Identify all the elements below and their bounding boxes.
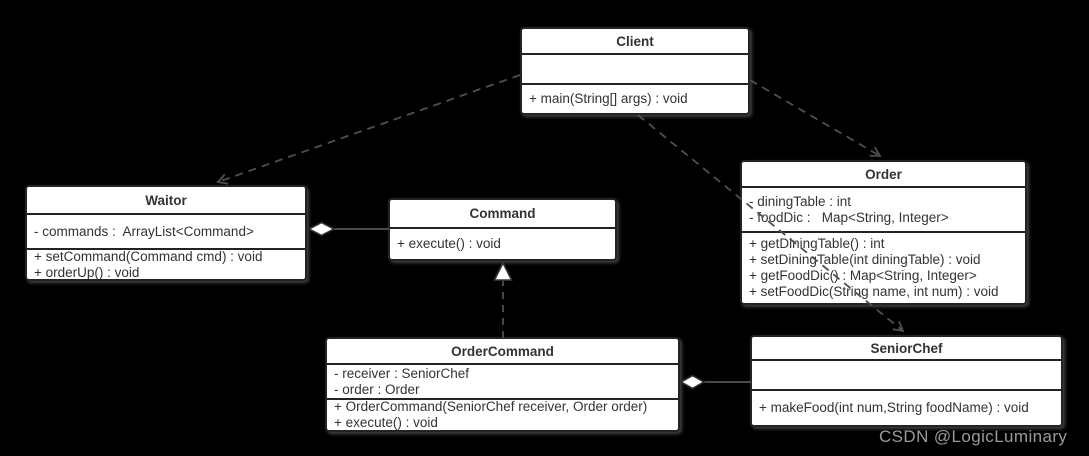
class-methods-client: + main(String[] args) : void xyxy=(522,83,748,113)
class-methods-order: + getDiningTable() : int + setDiningTabl… xyxy=(742,231,1025,303)
class-box-seniorchef: SeniorChef + makeFood(int num,String foo… xyxy=(750,335,1063,427)
class-methods-command: + execute() : void xyxy=(390,227,615,259)
class-methods-ordercommand: + OrderCommand(SeniorChef receiver, Orde… xyxy=(327,398,678,430)
class-methods-waitor: + setCommand(Command cmd) : void + order… xyxy=(27,248,305,279)
attribute-label: - receiver : SeniorChef xyxy=(334,365,470,381)
method-label: + getDiningTable() : int xyxy=(749,236,885,251)
method-label: + setFoodDic(String name, int num) : voi… xyxy=(749,284,999,299)
class-title-waitor: Waitor xyxy=(145,192,187,208)
class-title-order: Order xyxy=(865,166,902,182)
dependency-client-to-waitor xyxy=(216,74,521,185)
hollow-diamond-waitor-icon xyxy=(307,221,336,237)
class-attributes-client xyxy=(522,53,748,83)
method-label: + execute() : void xyxy=(397,236,501,251)
class-box-ordercommand: OrderCommand - receiver : SeniorChef - o… xyxy=(325,337,680,432)
method-label: + makeFood(int num,String foodName) : vo… xyxy=(759,400,1029,415)
class-title-command: Command xyxy=(469,206,536,221)
class-box-client: Client + main(String[] args) : void xyxy=(520,27,750,115)
class-title-seniorchef: SeniorChef xyxy=(870,340,943,356)
class-title-client: Client xyxy=(616,33,654,49)
class-attributes-order: - diningTable : int - foodDic : Map<Stri… xyxy=(742,186,1025,231)
class-attributes-seniorchef xyxy=(752,359,1061,389)
class-title-ordercommand: OrderCommand xyxy=(451,343,554,359)
class-box-command: Command + execute() : void xyxy=(388,198,617,261)
hollow-diamond-ordercommand-icon xyxy=(679,374,706,390)
method-label: + getFoodDic() : Map<String, Integer> xyxy=(749,268,977,283)
class-attributes-waitor: - commands : ArrayList<Command> xyxy=(27,213,305,248)
class-attributes-ordercommand: - receiver : SeniorChef - order : Order xyxy=(327,363,678,398)
watermark-text: CSDN @LogicLuminary xyxy=(879,427,1068,446)
method-label: + OrderCommand(SeniorChef receiver, Orde… xyxy=(334,399,648,414)
method-label: + main(String[] args) : void xyxy=(529,91,688,106)
method-label: + execute() : void xyxy=(334,415,438,430)
method-label: + setCommand(Command cmd) : void xyxy=(34,248,263,264)
attribute-label: - order : Order xyxy=(334,381,420,397)
attribute-label: - commands : ArrayList<Command> xyxy=(34,223,254,239)
attribute-label: - diningTable : int xyxy=(749,193,852,209)
attribute-label: - foodDic : Map<String, Integer> xyxy=(749,209,949,225)
class-box-waitor: Waitor - commands : ArrayList<Command> +… xyxy=(25,185,307,281)
dependency-client-to-order xyxy=(749,79,882,157)
hollow-triangle-arrowhead-icon xyxy=(493,261,513,281)
class-methods-seniorchef: + makeFood(int num,String foodName) : vo… xyxy=(752,389,1061,425)
method-label: + setDiningTable(int diningTable) : void xyxy=(749,252,981,267)
class-box-order: Order - diningTable : int - foodDic : Ma… xyxy=(740,160,1027,305)
method-label: + orderUp() : void xyxy=(34,264,140,280)
